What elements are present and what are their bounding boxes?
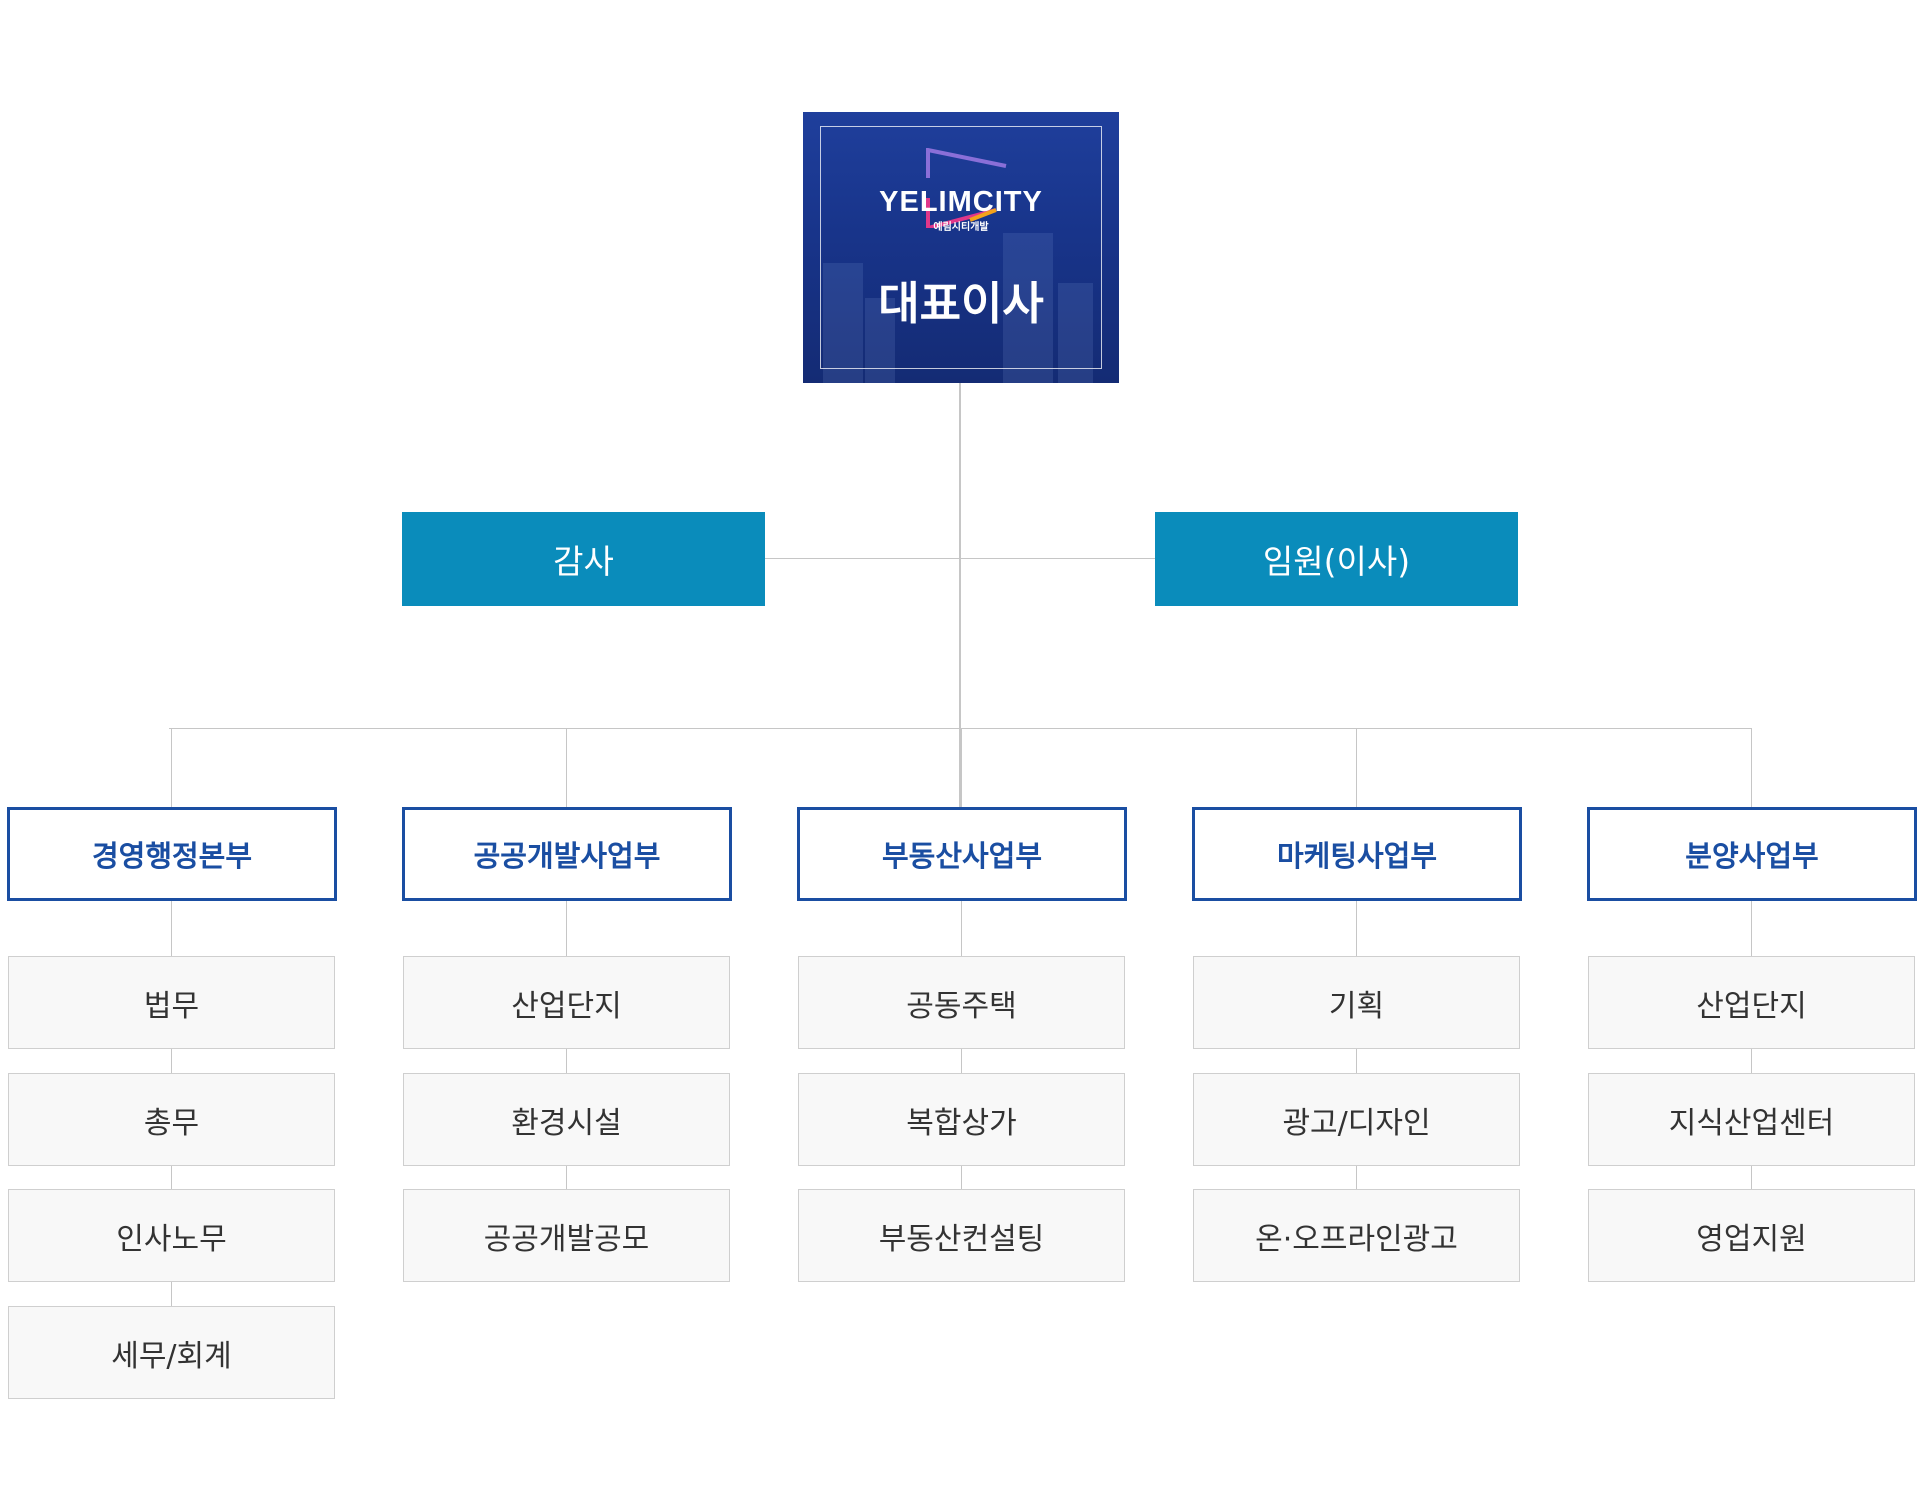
team-box: 산업단지 [403,956,730,1049]
logo-subtitle: 예림시티개발 [933,222,989,233]
ceo-frame [820,126,1102,369]
connector-dept-drop [1751,728,1752,807]
ceo-title: 대표이사 [878,277,1044,330]
team-box: 영업지원 [1588,1189,1915,1282]
team-box: 세무/회계 [8,1306,335,1399]
connector-dept-drop [1356,728,1357,807]
executive-box: 임원(이사) [1155,512,1518,606]
department-box: 공공개발사업부 [402,807,732,901]
team-box: 공공개발공모 [403,1189,730,1282]
team-box: 온·오프라인광고 [1193,1189,1520,1282]
yelimcity-logo-icon [926,148,1007,228]
team-box: 지식산업센터 [1588,1073,1915,1166]
connector-ceo-trunk [959,383,961,807]
team-box: 기획 [1193,956,1520,1049]
team-box: 환경시설 [403,1073,730,1166]
department-box: 경영행정본부 [7,807,337,901]
team-box: 법무 [8,956,335,1049]
connector-dept-horizontal [169,728,1751,729]
logo-wordmark: YELIMCITY [879,186,1043,218]
department-box: 분양사업부 [1587,807,1917,901]
auditor-box: 감사 [402,512,765,606]
team-box: 광고/디자인 [1193,1073,1520,1166]
connector-staff-horizontal [765,558,1155,559]
team-box: 인사노무 [8,1189,335,1282]
connector-dept-drop [961,728,962,807]
team-box: 복합상가 [798,1073,1125,1166]
department-box: 마케팅사업부 [1192,807,1522,901]
team-box: 총무 [8,1073,335,1166]
building-decoration [823,263,863,383]
department-box: 부동산사업부 [797,807,1127,901]
ceo-box: YELIMCITY 예림시티개발 대표이사 [803,112,1119,383]
building-decoration [1058,283,1093,383]
team-box: 산업단지 [1588,956,1915,1049]
team-box: 부동산컨설팅 [798,1189,1125,1282]
connector-dept-drop [171,728,172,807]
building-decoration [1003,233,1053,383]
connector-dept-drop [566,728,567,807]
team-box: 공동주택 [798,956,1125,1049]
